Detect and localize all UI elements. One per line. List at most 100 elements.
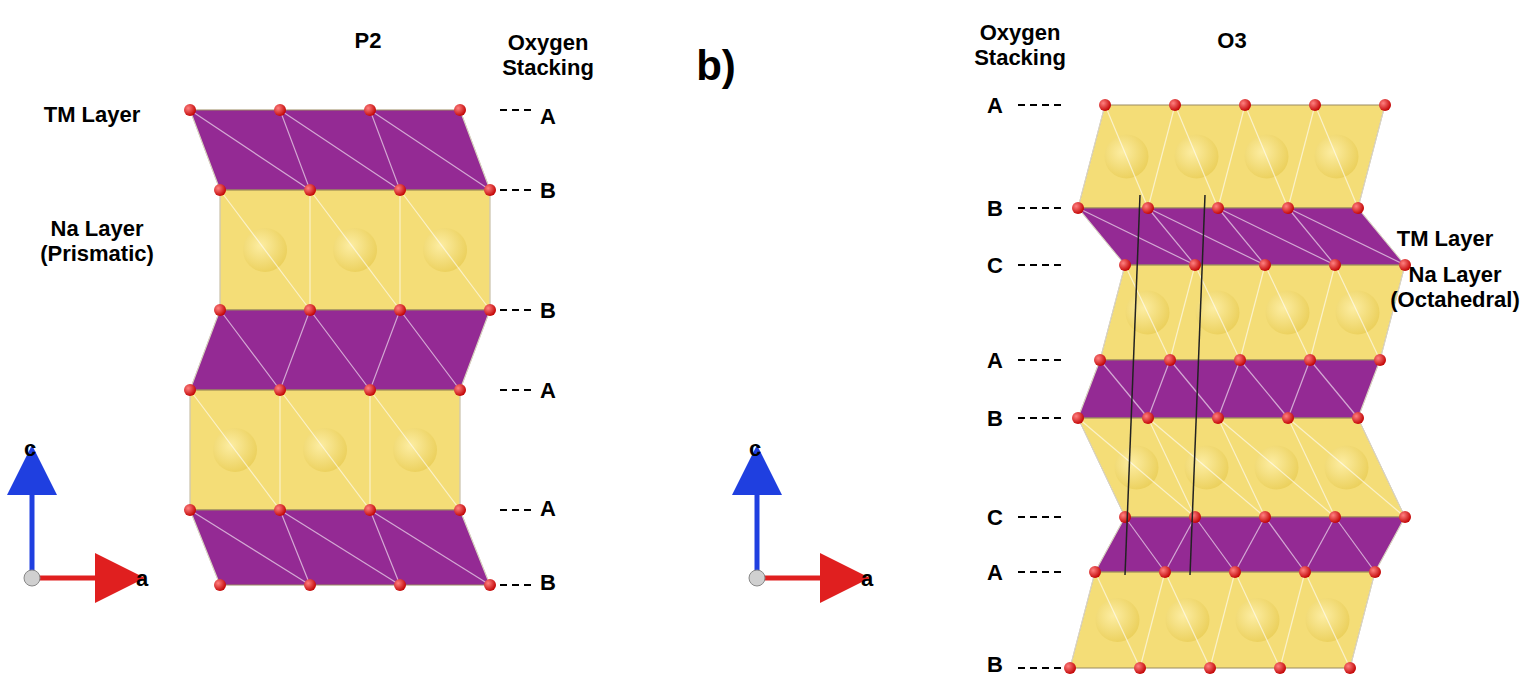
bond-line bbox=[1218, 208, 1265, 265]
tm-layer-slab bbox=[190, 510, 490, 585]
oxygen-atom bbox=[1229, 566, 1241, 578]
oxygen-atom bbox=[484, 304, 496, 316]
tm-layer-slab bbox=[1095, 517, 1405, 572]
oxygen-atom bbox=[1089, 566, 1101, 578]
oxygen-atom bbox=[1072, 202, 1084, 214]
bond-line bbox=[1078, 208, 1195, 265]
oxygen-atom bbox=[364, 504, 376, 516]
bond-line bbox=[1288, 105, 1315, 208]
axis-label: c bbox=[24, 436, 36, 461]
bond-line bbox=[1210, 572, 1235, 668]
layer-label: TM Layer bbox=[1397, 226, 1494, 251]
bond-line bbox=[1288, 360, 1310, 418]
oxygen-atom bbox=[1379, 99, 1391, 111]
oxygen-atom bbox=[304, 579, 316, 591]
oxygen-atom bbox=[1344, 662, 1356, 674]
oxygen-atom bbox=[1169, 99, 1181, 111]
oxygen-atom bbox=[1212, 202, 1224, 214]
bond-line bbox=[1265, 517, 1305, 572]
bond-line bbox=[1105, 105, 1148, 208]
stacking-leader bbox=[1018, 264, 1062, 266]
stacking-letter: B bbox=[987, 196, 1003, 221]
structure-name: P2 bbox=[355, 28, 382, 53]
na-layer-slab bbox=[1078, 418, 1405, 517]
bond-line bbox=[1218, 418, 1265, 517]
tm-layer-slab bbox=[190, 110, 490, 190]
oxygen-atom bbox=[1299, 566, 1311, 578]
oxygen-atom bbox=[1329, 259, 1341, 271]
bond-line bbox=[1218, 418, 1335, 517]
oxygen-atom bbox=[454, 104, 466, 116]
bond-line bbox=[280, 110, 400, 190]
axis-label: c bbox=[749, 436, 761, 461]
bond-line bbox=[1125, 265, 1170, 360]
bond-line bbox=[280, 310, 310, 390]
bond-line bbox=[219, 190, 220, 310]
oxygen-atom bbox=[1189, 511, 1201, 523]
stacking-leader bbox=[500, 189, 532, 191]
bond-line bbox=[220, 310, 280, 390]
bond-line bbox=[1265, 265, 1310, 360]
stacking-leader bbox=[500, 509, 532, 511]
oxygen-atom bbox=[1234, 354, 1246, 366]
stacking-letter: A bbox=[987, 560, 1003, 585]
oxygen-atom bbox=[1309, 99, 1321, 111]
bond-line bbox=[280, 510, 310, 585]
bond-line bbox=[310, 310, 370, 390]
stacking-letter: B bbox=[540, 570, 556, 595]
oxygen-atom bbox=[484, 184, 496, 196]
bond-line bbox=[1245, 105, 1288, 208]
na-layer-slab bbox=[1070, 572, 1375, 668]
bond-line bbox=[460, 110, 490, 190]
bond-line bbox=[220, 190, 310, 310]
bond-line bbox=[1310, 265, 1335, 360]
bond-line bbox=[1218, 360, 1240, 418]
oxygen-atom bbox=[304, 184, 316, 196]
stacking-letter: B bbox=[540, 298, 556, 323]
oxygen-atom bbox=[1212, 412, 1224, 424]
stacking-letter: A bbox=[540, 378, 556, 403]
oxygen-atom bbox=[394, 579, 406, 591]
oxygen-atom bbox=[1304, 354, 1316, 366]
bond-line bbox=[1240, 360, 1288, 418]
oxygen-atom bbox=[1352, 202, 1364, 214]
tm-layer-slab bbox=[1078, 208, 1405, 265]
stacking-leader bbox=[500, 109, 532, 111]
bond-line bbox=[309, 190, 310, 310]
oxygen-atom bbox=[214, 184, 226, 196]
layer-label: TM Layer bbox=[44, 102, 141, 127]
bond-line bbox=[370, 510, 400, 585]
oxygen-atom bbox=[1159, 566, 1171, 578]
oxygen-atom bbox=[1282, 202, 1294, 214]
bond-line bbox=[1335, 265, 1380, 360]
panel-letter: b) bbox=[696, 42, 736, 90]
bond-line bbox=[1148, 105, 1175, 208]
oxygen-atom bbox=[1239, 99, 1251, 111]
oxygen-atom bbox=[184, 504, 196, 516]
bond-line bbox=[1078, 105, 1105, 208]
bond-line bbox=[190, 110, 310, 190]
bond-line bbox=[1358, 360, 1380, 418]
bond-line bbox=[489, 190, 490, 310]
bond-line bbox=[1095, 517, 1125, 572]
bond-line bbox=[190, 110, 220, 190]
stacking-leader bbox=[1018, 359, 1062, 361]
bond-line bbox=[1078, 418, 1125, 517]
stacking-letter: B bbox=[987, 652, 1003, 677]
bond-line bbox=[1078, 418, 1195, 517]
oxygen-atom bbox=[1142, 202, 1154, 214]
bond-line bbox=[1100, 265, 1125, 360]
bond-line bbox=[400, 310, 460, 390]
bond-line bbox=[1235, 572, 1280, 668]
oxygen-atom bbox=[1352, 412, 1364, 424]
bond-line bbox=[1288, 418, 1405, 517]
na-layer-slab bbox=[1078, 105, 1385, 208]
bond-line bbox=[460, 510, 490, 585]
bond-line bbox=[1100, 360, 1148, 418]
bond-line bbox=[1148, 418, 1265, 517]
na-layer-slab bbox=[1100, 265, 1405, 360]
oxygen-atom bbox=[1374, 354, 1386, 366]
bond-line bbox=[370, 110, 490, 190]
